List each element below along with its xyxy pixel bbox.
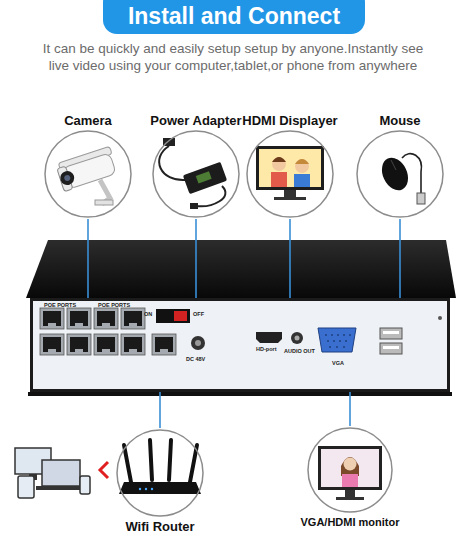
device-circle: Mouse (335, 112, 465, 219)
circle-border (357, 131, 443, 217)
device-circle: Wifi Router (95, 428, 225, 534)
cable-line (159, 392, 161, 428)
power-adapter-icon (159, 138, 227, 209)
circle-shape (355, 129, 445, 219)
device-label: Camera (23, 112, 153, 129)
camera-icon (55, 146, 118, 205)
circle-outline (225, 129, 355, 219)
circle-shape (43, 129, 133, 219)
circle-border (153, 131, 239, 217)
port-label: VGA (332, 360, 344, 366)
circle-outline (335, 129, 465, 219)
circle-outline (131, 129, 261, 219)
port-label: OFF (193, 311, 204, 317)
client-devices-icon (15, 448, 90, 498)
circle-outline (95, 428, 225, 518)
title-text: Install and Connect (105, 1, 363, 31)
mouse-icon (377, 154, 425, 204)
circle-shape (151, 129, 241, 219)
port-label: DC 48V (186, 356, 205, 362)
device-circle: HDMI Displayer (225, 112, 355, 219)
circle-border (247, 131, 333, 217)
device-label: Wifi Router (95, 518, 225, 534)
circle-shape (115, 428, 205, 518)
port-label: POE PORTS (44, 302, 76, 308)
circle-outline (285, 426, 415, 514)
circle-outline (23, 129, 153, 219)
circle-border (45, 131, 131, 217)
cable-line (289, 219, 291, 298)
nvr-front-panel: POE PORTS POE PORTS ON OFF DC 48V HD-port AUDI… (30, 298, 450, 392)
subtitle-note: It can be quickly and easily setup setup… (33, 40, 433, 74)
cable-line (399, 219, 401, 298)
hdmi-display-icon (256, 146, 324, 200)
direction-arrow (100, 462, 108, 478)
device-label: Mouse (335, 112, 465, 129)
circle-border (308, 428, 392, 512)
monitor-icon (318, 446, 382, 500)
router-icon (119, 440, 201, 494)
circle-border (117, 430, 203, 516)
device-label: VGA/HDMI monitor (285, 514, 415, 531)
device-label: Power Adapter (131, 112, 261, 129)
device-circle: Camera (23, 112, 153, 219)
device-label: HDMI Displayer (225, 112, 355, 129)
port-label: HD-port (256, 346, 276, 352)
device-circle: VGA/HDMI monitor (285, 426, 415, 531)
title-banner (103, 0, 365, 34)
port-label: POE PORTS (98, 302, 130, 308)
nvr-recorder (26, 240, 456, 396)
cable-line (87, 219, 89, 298)
circle-shape (245, 129, 335, 219)
cable-line (195, 219, 197, 298)
device-circle: Power Adapter (131, 112, 261, 219)
cable-line (349, 392, 351, 426)
port-label: AUDIO OUT (284, 348, 315, 354)
port-label: ON (144, 311, 152, 317)
circle-shape (306, 426, 394, 514)
